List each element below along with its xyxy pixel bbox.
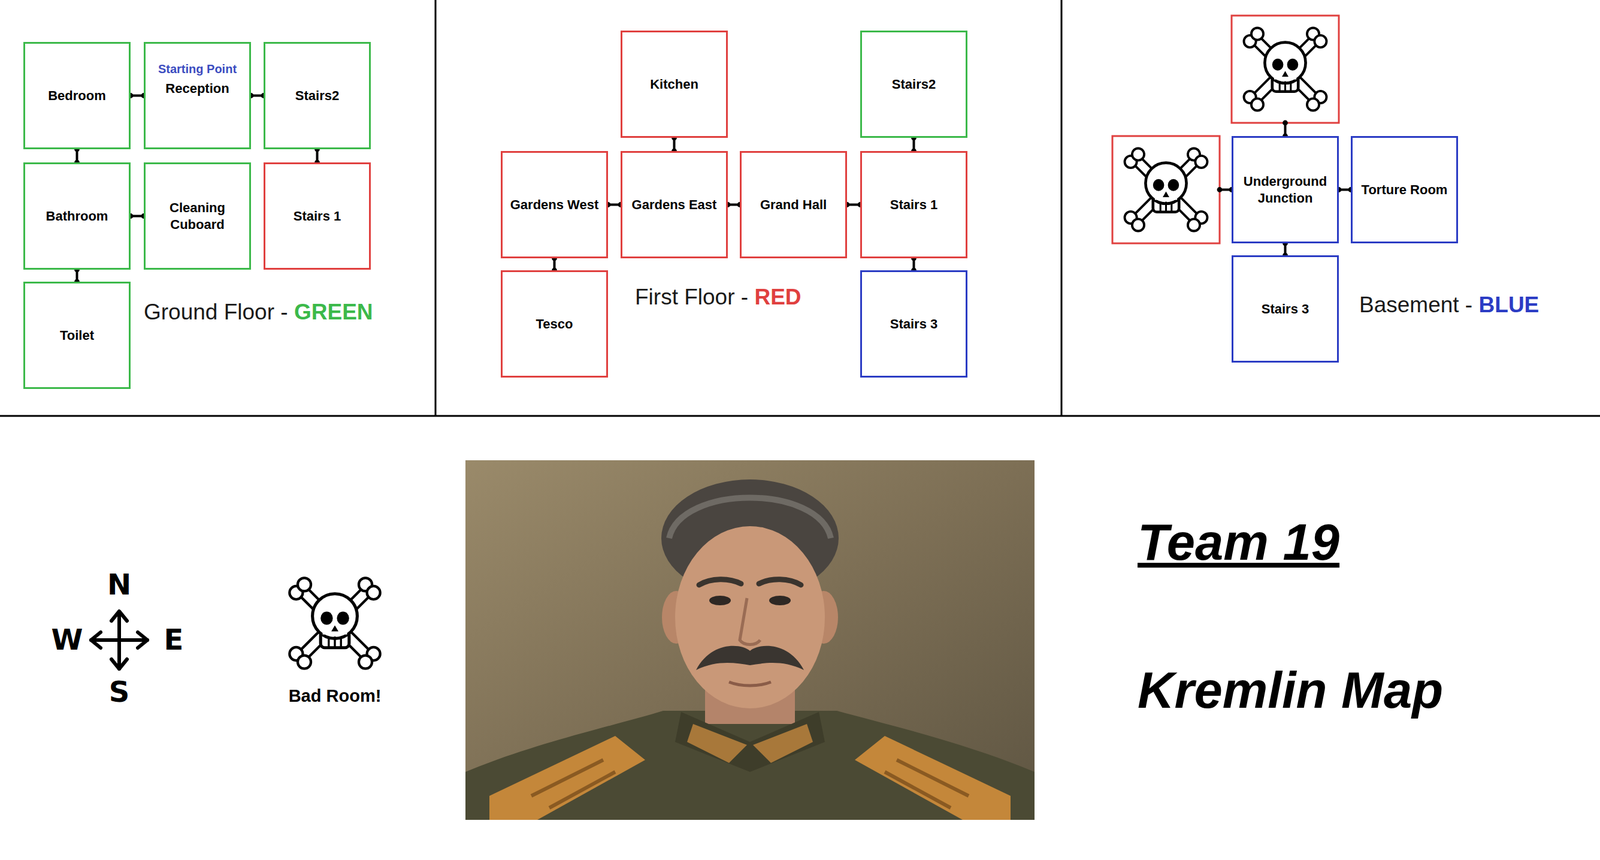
door-connector [847,203,861,207]
room-box: Underground Junction [1231,135,1339,244]
portrait-illustration [465,460,1035,820]
floor-caption: Ground Floor - [143,299,289,326]
start-marker: Starting Point [158,61,237,77]
room-name: Stairs 3 [1261,300,1310,318]
room-box: Stairs 3 [860,270,968,378]
room-box: Grand Hall [739,150,848,259]
room-box: Stairs2 [860,30,968,138]
map-title: Kremlin Map [1137,660,1444,720]
door-connector [316,149,319,163]
room-box: Stairs 1 [263,162,371,270]
compass-rose [91,611,148,669]
room-name: Reception [165,80,229,98]
door-connector [727,203,740,207]
panel-divider [0,0,1600,416]
legend-caption: Bad Room! [288,685,382,706]
room-name: Stairs 1 [293,207,342,225]
room-box: Gardens East [620,150,728,259]
compass-letter: S [109,675,130,709]
team-name: Team 19 [1137,512,1340,572]
floor-colour: RED [754,284,801,311]
room-name: Kitchen [649,76,699,93]
room-name: Torture Room [1361,181,1448,199]
compass-letter: N [107,567,132,601]
room-box: Kitchen [620,30,728,138]
room-name: Tesco [536,315,574,333]
door-connector [250,94,264,98]
floor-colour: GREEN [294,299,374,326]
room-box: Tesco [500,270,609,378]
room-box: Starting PointReception [143,41,251,150]
room-name: Grand Hall [760,196,827,214]
room-name: Gardens West [510,196,600,214]
room-box: Stairs 1 [860,150,968,259]
floor-colour: BLUE [1478,292,1540,319]
room-name: Toilet [59,327,95,344]
compass-letter: E [164,622,184,656]
room-box: Cleaning Cuboard [143,162,251,270]
room-name: Stairs 3 [890,315,939,333]
bad-room [1231,15,1339,123]
room-name: Underground Junction [1238,173,1333,207]
compass-letter: W [51,622,84,656]
floor-caption: Basement - [1359,292,1473,319]
room-name: Cleaning Cuboard [150,199,245,233]
room-box: Stairs 3 [1231,255,1339,363]
room-name: Stairs2 [295,87,340,105]
room-name: Stairs 1 [890,196,939,214]
room-name: Bedroom [47,87,107,105]
door-connector [76,149,79,163]
door-connector [608,203,621,207]
door-connector [553,258,556,271]
door-connector [1338,188,1351,192]
room-box: Bedroom [23,41,131,150]
room-box: Torture Room [1350,135,1459,244]
door-connector [76,269,79,282]
bad-room [1112,135,1220,244]
door-connector [130,215,144,218]
room-box: Gardens West [500,150,609,259]
door-connector [673,137,676,151]
room-box: Toilet [23,281,131,389]
door-connector [130,94,144,98]
room-name: Bathroom [46,207,109,225]
door-connector [1284,243,1287,256]
door-connector [912,258,916,271]
floor-caption: First Floor - [634,284,749,311]
room-box: Bathroom [23,162,131,270]
door-connector [912,137,916,151]
room-name: Gardens East [631,196,718,214]
room-name: Stairs2 [891,76,936,93]
room-box: Stairs2 [263,41,371,150]
bad-room-symbol [289,577,380,668]
